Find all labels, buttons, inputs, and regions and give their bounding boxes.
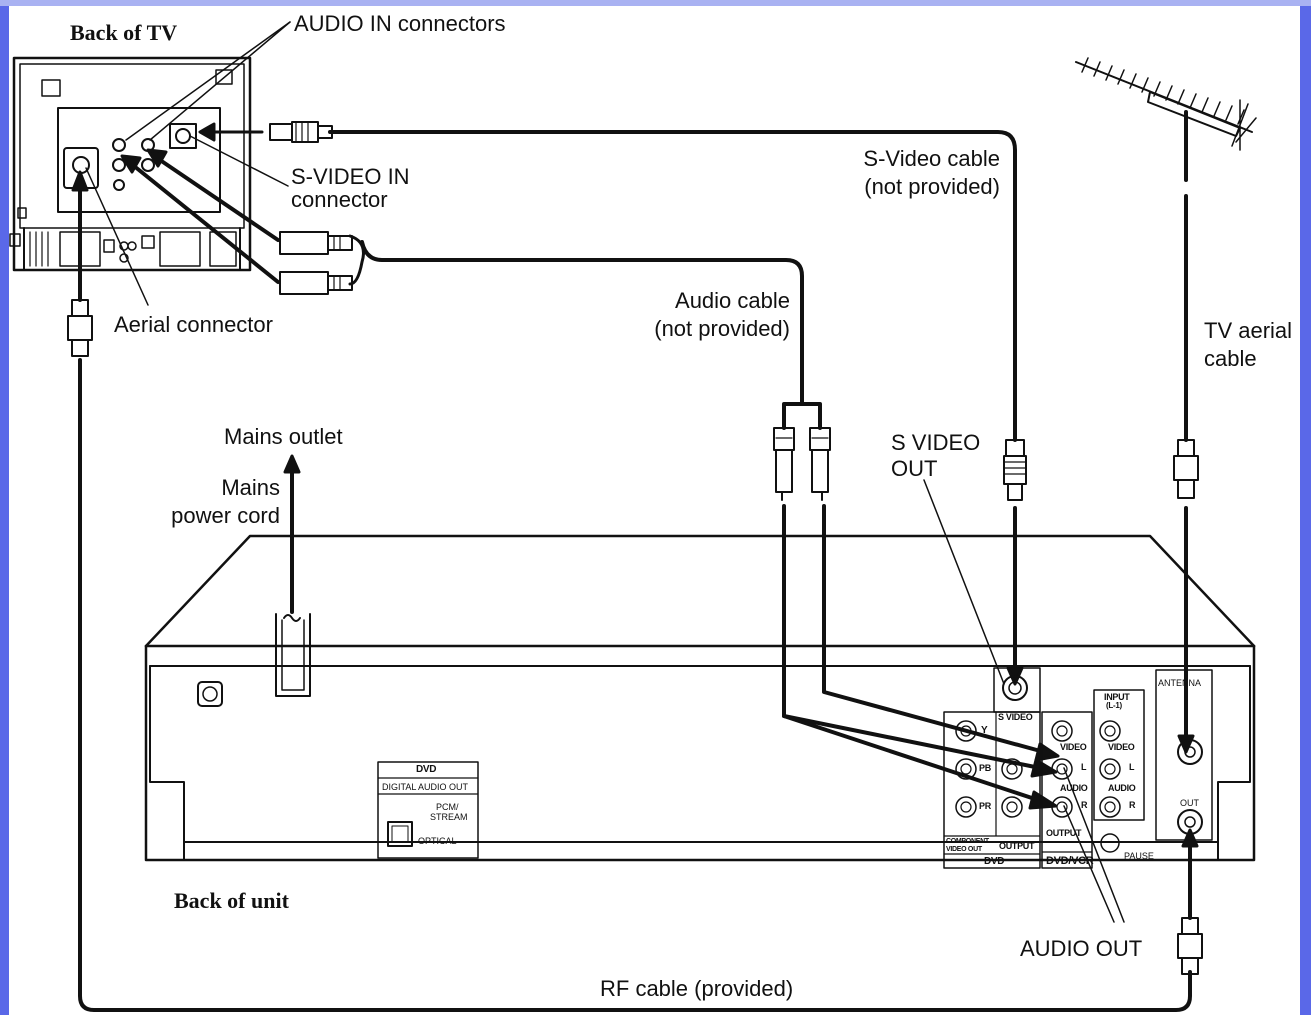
tv-aerial-cable-label-line1: TV aerial <box>1204 318 1293 343</box>
rf-cable-label: RF cable (provided) <box>600 976 794 1001</box>
audio-cable-label-line2: (not provided) <box>654 316 790 341</box>
audio-in-label: AUDIO IN connectors <box>294 11 506 36</box>
panel-r-label: R <box>1081 800 1088 810</box>
mains-power-cord-label-line1: Mains <box>221 475 280 500</box>
panel-input-audio-label: AUDIO <box>1108 783 1136 793</box>
panel-pr-label: PR <box>979 801 991 811</box>
panel-digital-audio-out-label: DIGITAL AUDIO OUT <box>382 782 469 792</box>
mains-outlet-label: Mains outlet <box>224 424 343 449</box>
frame-top-edge <box>0 0 1311 6</box>
panel-component-label-line1: COMPONENT <box>946 838 989 845</box>
back-of-unit-label: Back of unit <box>174 888 289 913</box>
panel-pause-label: PAUSE <box>1124 851 1154 861</box>
panel-video-label: VIDEO <box>1060 742 1087 752</box>
back-of-tv-label: Back of TV <box>70 20 178 45</box>
audio-out-label: AUDIO OUT <box>1020 936 1143 961</box>
panel-component-label-line2: VIDEO OUT <box>946 846 982 853</box>
aerial-connector-label: Aerial connector <box>114 312 273 337</box>
panel-stream-label: STREAM <box>430 812 468 822</box>
panel-l-label: L <box>1081 762 1087 772</box>
panel-pb-label: PB <box>979 763 991 773</box>
panel-input-r-label: R <box>1129 800 1136 810</box>
panel-output-dvdvcr-label: OUTPUT <box>1046 828 1082 838</box>
panel-input-l-label: L <box>1129 762 1135 772</box>
panel-input-label-line2: (L-1) <box>1106 701 1122 710</box>
panel-pcm-label: PCM/ <box>436 802 459 812</box>
unit-back-illustration <box>144 534 1256 869</box>
s-video-in-label-line2: connector <box>291 187 388 212</box>
panel-antenna-label: ANTENNA <box>1158 678 1202 688</box>
panel-dvd-label: DVD <box>416 764 437 775</box>
s-video-out-label-line1: S VIDEO <box>891 430 981 455</box>
s-video-cable-label-line1: S-Video cable <box>863 146 1000 171</box>
panel-input-video-label: VIDEO <box>1108 742 1135 752</box>
audio-cable-label-line1: Audio cable <box>675 288 790 313</box>
panel-input-label-line1: INPUT <box>1104 692 1130 702</box>
tv-aerial-cable-label-line2: cable <box>1204 346 1257 371</box>
s-video-out-label-line2: OUT <box>891 456 938 481</box>
panel-dvd-vcr-label: DVD/VCR <box>1046 855 1094 867</box>
mains-power-cord-label-line2: power cord <box>171 503 280 528</box>
panel-optical-label: OPTICAL <box>418 836 457 846</box>
frame-left-edge <box>0 0 9 1015</box>
antenna-illustration <box>1075 57 1257 182</box>
panel-output-label: OUTPUT <box>999 841 1035 851</box>
panel-s-video-label: S VIDEO <box>998 712 1033 722</box>
panel-audio-label: AUDIO <box>1060 783 1088 793</box>
panel-out-label: OUT <box>1180 798 1199 808</box>
frame-right-edge <box>1300 0 1311 1015</box>
s-video-cable-label-line2: (not provided) <box>864 174 1000 199</box>
panel-dvd-section-label: DVD <box>984 856 1005 867</box>
panel-y-label: Y <box>981 725 988 736</box>
s-video-in-label-line1: S-VIDEO IN <box>291 164 410 189</box>
